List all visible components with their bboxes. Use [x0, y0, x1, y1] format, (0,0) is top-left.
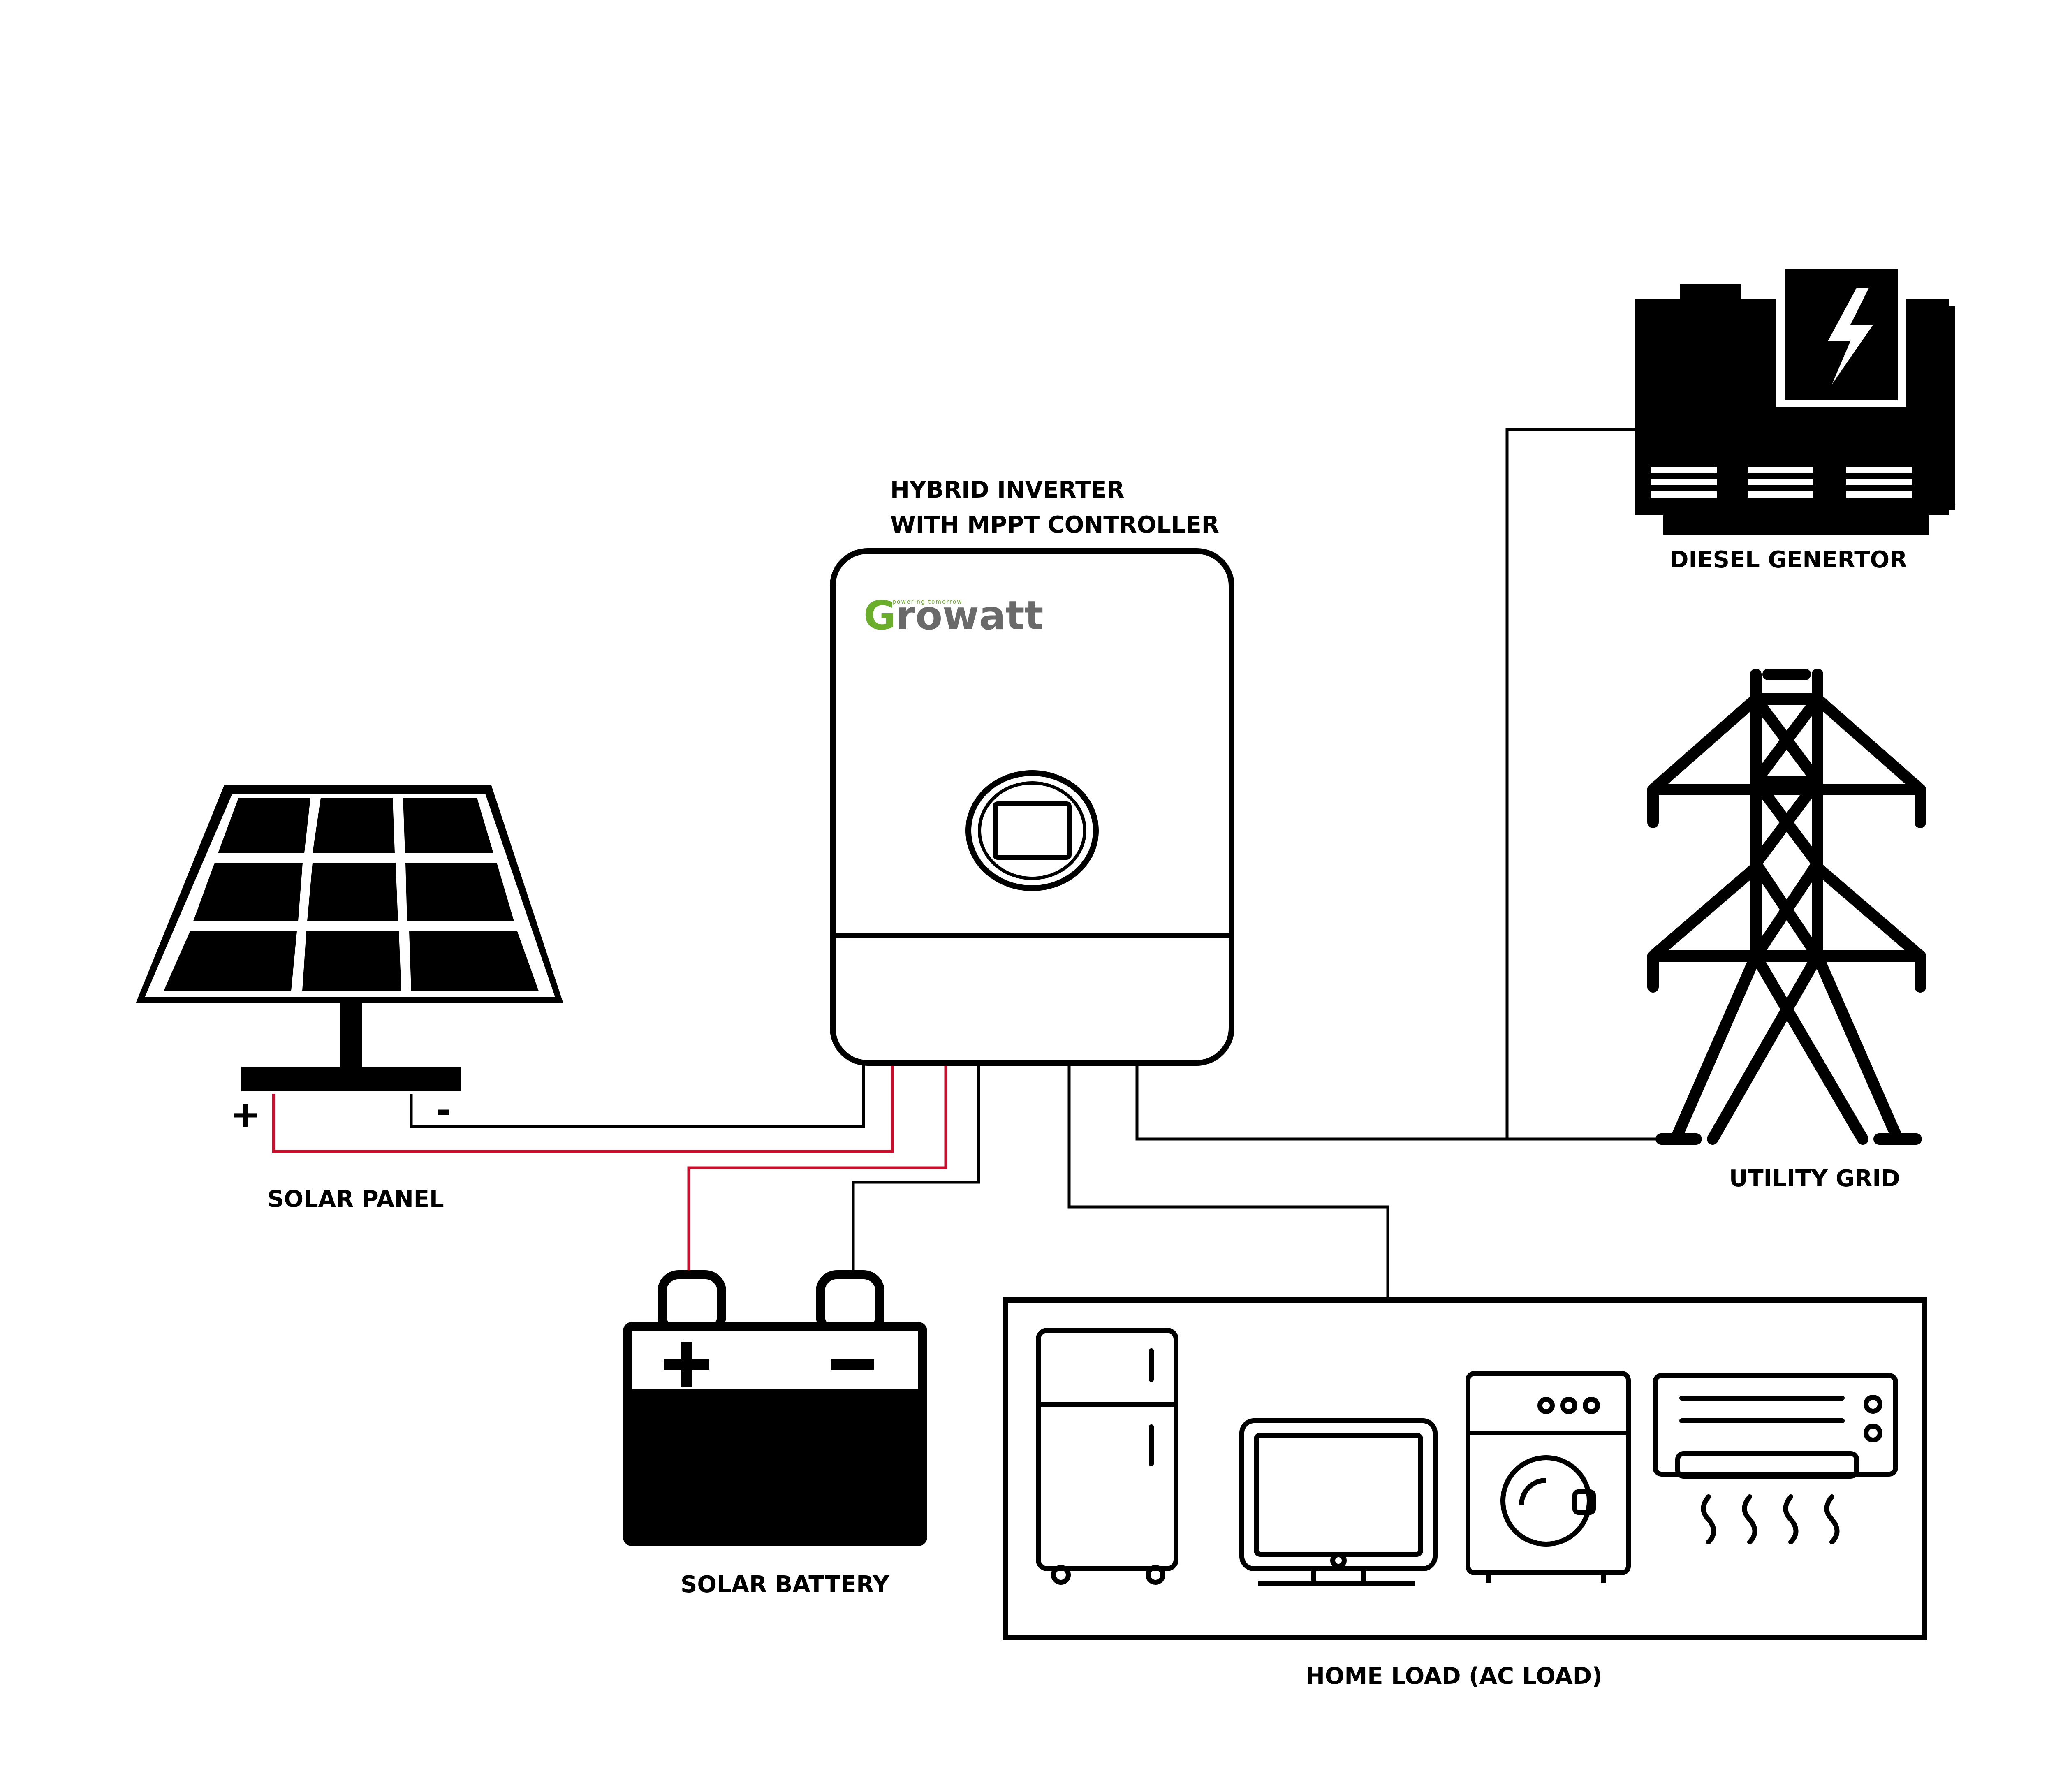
inverter-label-line2: WITH MPPT CONTROLLER — [890, 512, 1219, 538]
solar-battery-icon — [623, 1270, 927, 1546]
generator-label: DIESEL GENERTOR — [1669, 546, 1907, 573]
tv-icon — [1239, 1418, 1438, 1586]
wire-grid — [1135, 1065, 1661, 1141]
hybrid-inverter: Growatt powering tomorrow — [830, 548, 1234, 1066]
solar-panel-label: SOLAR PANEL — [267, 1186, 444, 1213]
inverter-brand-logo: Growatt — [864, 593, 1043, 639]
battery-label: SOLAR BATTERY — [681, 1571, 890, 1598]
inverter-label-line1: HYBRID INVERTER — [890, 477, 1125, 503]
washing-machine-icon — [1466, 1371, 1631, 1583]
inverter-brand-tagline: powering tomorrow — [892, 599, 963, 605]
utility-grid-tower-icon — [1647, 669, 1926, 1145]
air-conditioner-icon — [1653, 1373, 1898, 1544]
home-load-box — [1003, 1297, 1927, 1640]
wire-solar-negative — [410, 1065, 865, 1128]
wire-generator — [1505, 428, 1641, 1139]
solar-panel-icon — [136, 785, 563, 1091]
diesel-generator-icon — [1635, 265, 1955, 535]
solar-negative-sign: - — [436, 1089, 451, 1131]
home-load-label: HOME LOAD (AC LOAD) — [1306, 1663, 1602, 1690]
inverter-display-icon — [965, 770, 1099, 891]
grid-label: UTILITY GRID — [1729, 1165, 1900, 1192]
wire-battery-positive — [687, 1065, 947, 1279]
wire-battery-negative — [852, 1065, 980, 1279]
solar-positive-sign: + — [230, 1093, 261, 1135]
wire-solar-positive — [272, 1065, 894, 1153]
wiring — [272, 428, 1661, 1301]
refrigerator-icon — [1036, 1328, 1178, 1585]
wire-home-load — [1067, 1065, 1389, 1301]
